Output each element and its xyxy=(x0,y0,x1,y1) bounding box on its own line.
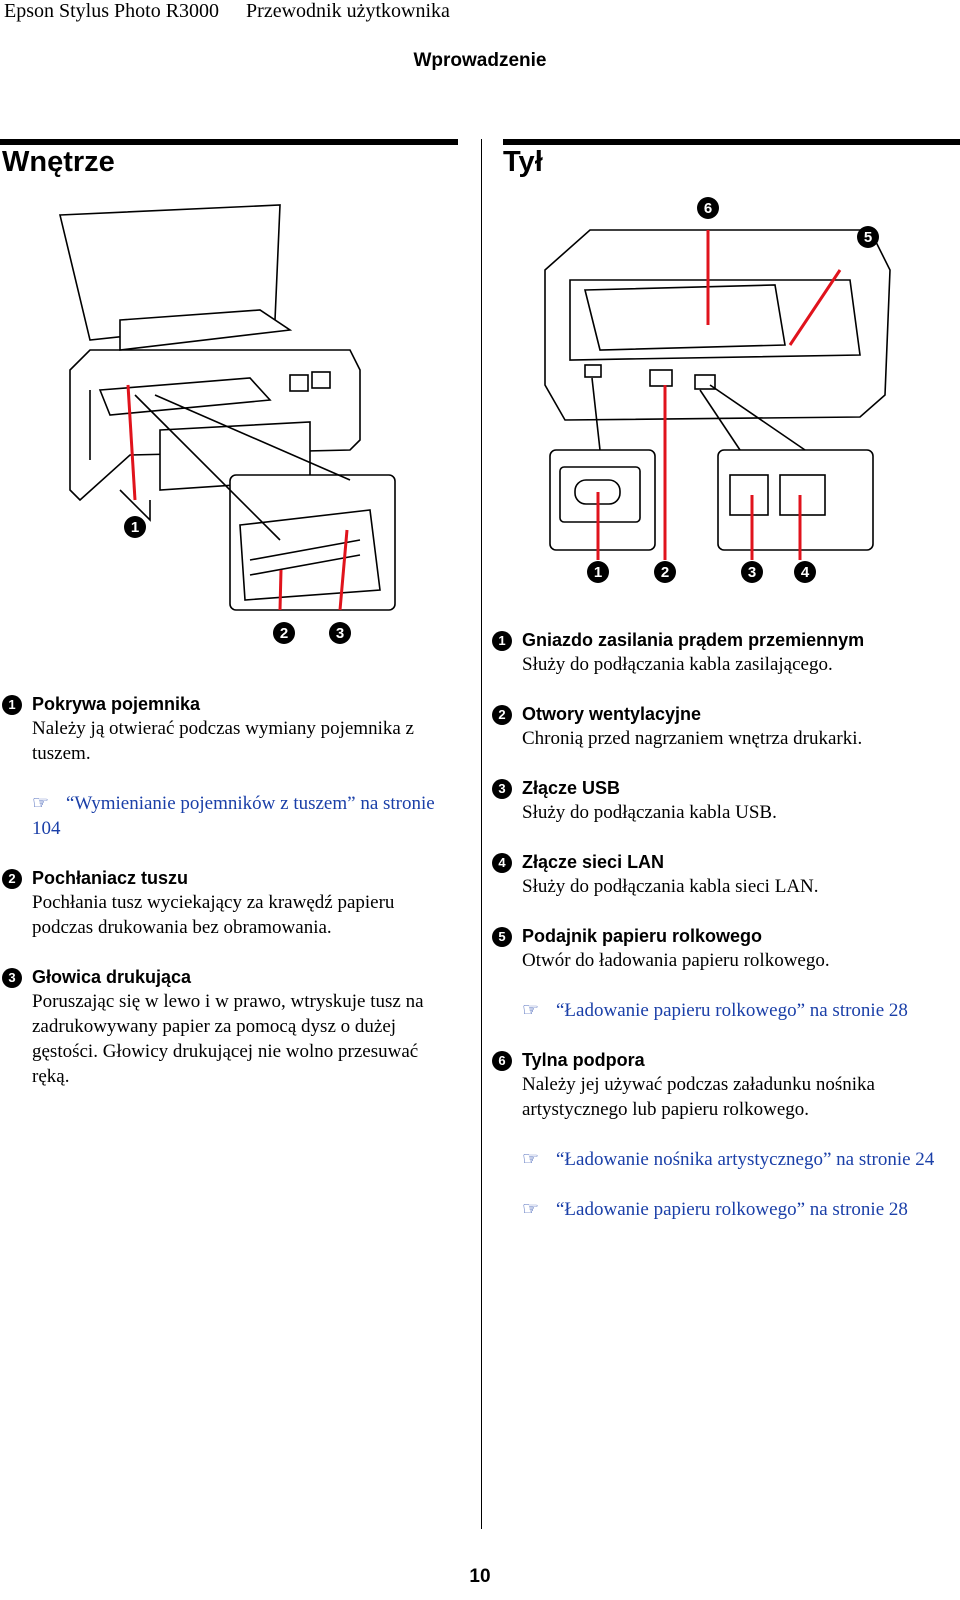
list-item: 3 Złącze USB Służy do podłączania kabla … xyxy=(492,776,944,825)
column-divider xyxy=(481,139,482,1529)
list-item: 3 Głowica drukująca Poruszając się w lew… xyxy=(2,965,454,1089)
svg-text:3: 3 xyxy=(336,625,344,642)
svg-text:3: 3 xyxy=(748,564,756,581)
item-number-badge: 1 xyxy=(2,695,22,715)
guide-name: Przewodnik użytkownika xyxy=(246,0,450,22)
item-text: Należy ją otwierać podczas wymiany pojem… xyxy=(32,718,414,764)
item-text: Poruszając się w lewo i w prawo, wtrysku… xyxy=(32,991,424,1087)
printer-rear-illustration: 6 5 1 2 3 4 xyxy=(544,197,891,583)
list-item: 2 Otwory wentylacyjne Chronią przed nagr… xyxy=(492,702,944,751)
list-item: 1 Gniazdo zasilania prądem przemiennym S… xyxy=(492,628,944,677)
item-title: Złącze sieci LAN xyxy=(522,852,665,872)
item-title: Pochłaniacz tuszu xyxy=(32,868,189,888)
callout-right-1: 1 xyxy=(587,561,609,583)
item-text: Służy do podłączania kabla USB. xyxy=(522,802,777,823)
item-text: Służy do podłączania kabla sieci LAN. xyxy=(522,876,819,897)
running-header: Epson Stylus Photo R3000 Przewodnik użyt… xyxy=(4,0,472,23)
callout-right-4: 4 xyxy=(794,561,816,583)
right-item-list: 1 Gniazdo zasilania prądem przemiennym S… xyxy=(492,628,944,1247)
list-item: 5 Podajnik papieru rolkowego Otwór do ła… xyxy=(492,924,944,1023)
item-text: Chronią przed nagrzaniem wnętrza drukark… xyxy=(522,728,863,749)
svg-text:1: 1 xyxy=(594,564,602,581)
item-title: Złącze USB xyxy=(522,778,621,798)
callout-right-2: 2 xyxy=(654,561,676,583)
cross-reference-link[interactable]: ☞“Wymienianie pojemników z tuszem” na st… xyxy=(32,793,435,839)
item-text: Pochłania tusz wyciekający za krawędź pa… xyxy=(32,892,395,938)
item-text: Należy jej używać podczas załadunku nośn… xyxy=(522,1074,875,1120)
callout-right-6: 6 xyxy=(697,197,719,219)
pointing-hand-icon: ☞ xyxy=(522,1199,540,1220)
callout-left-3: 3 xyxy=(329,622,351,644)
product-name: Epson Stylus Photo R3000 xyxy=(4,0,220,22)
item-title: Gniazdo zasilania prądem przemiennym xyxy=(522,630,865,650)
rear-support xyxy=(583,284,786,351)
left-item-list: 1 Pokrywa pojemnika Należy ją otwierać p… xyxy=(2,692,454,1114)
list-item: 6 Tylna podpora Należy jej używać podcza… xyxy=(492,1048,944,1222)
callout-right-5: 5 xyxy=(857,226,879,248)
item-number-badge: 4 xyxy=(492,853,512,873)
pointing-hand-icon: ☞ xyxy=(522,1000,540,1021)
list-item: 2 Pochłaniacz tuszu Pochłania tusz wycie… xyxy=(2,866,454,940)
svg-text:6: 6 xyxy=(704,200,712,217)
printer-interior-illustration: 1 2 3 xyxy=(58,204,396,644)
callout-right-3: 3 xyxy=(741,561,763,583)
callout-left-1: 1 xyxy=(124,516,146,538)
callout-left-2: 2 xyxy=(273,622,295,644)
item-number-badge: 3 xyxy=(492,779,512,799)
pointing-hand-icon: ☞ xyxy=(522,1149,540,1170)
section-title: Wprowadzenie xyxy=(413,50,547,71)
page-number: 10 xyxy=(469,1566,491,1587)
item-title: Otwory wentylacyjne xyxy=(522,704,702,724)
cross-reference-link[interactable]: ☞“Ładowanie papieru rolkowego” na stroni… xyxy=(522,1000,908,1021)
item-text: Otwór do ładowania papieru rolkowego. xyxy=(522,950,830,971)
item-text: Służy do podłączania kabla zasilającego. xyxy=(522,654,833,675)
left-heading: Wnętrze xyxy=(2,146,115,178)
svg-text:2: 2 xyxy=(280,625,288,642)
item-number-badge: 2 xyxy=(2,869,22,889)
item-title: Tylna podpora xyxy=(522,1050,645,1070)
item-number-badge: 5 xyxy=(492,927,512,947)
left-column-rule xyxy=(0,139,458,145)
item-title: Głowica drukująca xyxy=(32,967,192,987)
cross-reference-link[interactable]: ☞“Ładowanie papieru rolkowego” na stroni… xyxy=(522,1199,908,1220)
svg-text:5: 5 xyxy=(864,229,872,246)
list-item: 4 Złącze sieci LAN Służy do podłączania … xyxy=(492,850,944,899)
svg-text:4: 4 xyxy=(801,564,810,581)
item-number-badge: 3 xyxy=(2,968,22,988)
right-column-rule xyxy=(503,139,960,145)
svg-text:2: 2 xyxy=(661,564,669,581)
right-heading: Tył xyxy=(503,146,543,178)
item-number-badge: 2 xyxy=(492,705,512,725)
item-title: Pokrywa pojemnika xyxy=(32,694,201,714)
cross-reference-link[interactable]: ☞“Ładowanie nośnika artystycznego” na st… xyxy=(522,1149,935,1170)
list-item: 1 Pokrywa pojemnika Należy ją otwierać p… xyxy=(2,692,454,841)
pointing-hand-icon: ☞ xyxy=(32,793,50,814)
item-number-badge: 1 xyxy=(492,631,512,651)
item-number-badge: 6 xyxy=(492,1051,512,1071)
item-title: Podajnik papieru rolkowego xyxy=(522,926,763,946)
vent-slots xyxy=(649,369,673,387)
svg-text:1: 1 xyxy=(131,519,139,536)
